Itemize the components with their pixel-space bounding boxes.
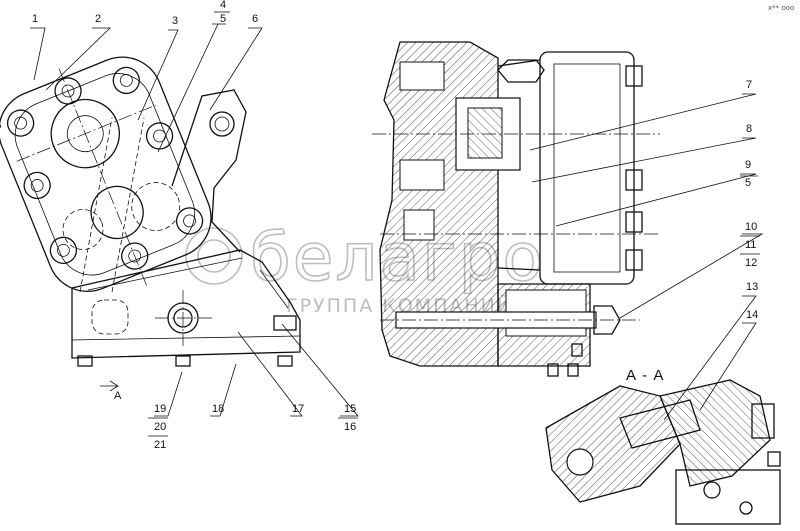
section-title: А - А <box>626 367 664 384</box>
callout-1: 1 <box>32 13 38 25</box>
corner-mark: x** ooo <box>768 4 794 12</box>
callout-2: 2 <box>95 13 101 25</box>
callout-5-right: 5 <box>745 177 751 189</box>
bracket-bolt-hole <box>209 111 235 137</box>
middle-section-view <box>372 41 660 377</box>
callout-18: 18 <box>212 403 224 415</box>
callout-8: 8 <box>746 123 752 135</box>
callout-11: 11 <box>745 239 756 251</box>
view-arrow <box>100 380 119 392</box>
callout-20: 20 <box>154 421 166 433</box>
view-label-a: A <box>114 390 122 402</box>
leader-lines <box>30 23 764 421</box>
callout-9: 9 <box>745 159 751 171</box>
detail-nut <box>751 403 775 439</box>
bracket-web <box>171 89 247 253</box>
callout-3: 3 <box>172 15 178 27</box>
callout-5-top: 5 <box>220 13 226 25</box>
watermark-logo-inner <box>197 239 231 273</box>
top-nut <box>497 59 545 83</box>
watermark-logo-ring <box>185 227 243 285</box>
callout-14: 14 <box>746 309 758 321</box>
callout-17: 17 <box>292 403 304 415</box>
callout-12: 12 <box>745 257 757 269</box>
callout-labels: 1 2 3 4 5 6 7 8 9 5 10 11 12 13 14 15 16… <box>32 0 760 451</box>
pump-body <box>0 56 212 293</box>
callout-15: 15 <box>344 403 356 415</box>
callout-21: 21 <box>154 439 166 451</box>
left-view-pump-assembly: A <box>0 56 301 402</box>
callout-4: 4 <box>220 0 226 11</box>
callout-10: 10 <box>745 221 757 233</box>
detail-block <box>675 469 781 525</box>
callout-13: 13 <box>746 281 758 293</box>
callout-7: 7 <box>746 79 752 91</box>
section-a-a-detail: А - А <box>545 367 781 525</box>
callout-16: 16 <box>344 421 356 433</box>
cover-bolts <box>6 66 204 270</box>
bolt-head <box>593 305 621 335</box>
detail-bolt <box>619 399 701 449</box>
callout-19: 19 <box>154 403 166 415</box>
callout-6: 6 <box>252 13 258 25</box>
coupling <box>467 107 503 159</box>
